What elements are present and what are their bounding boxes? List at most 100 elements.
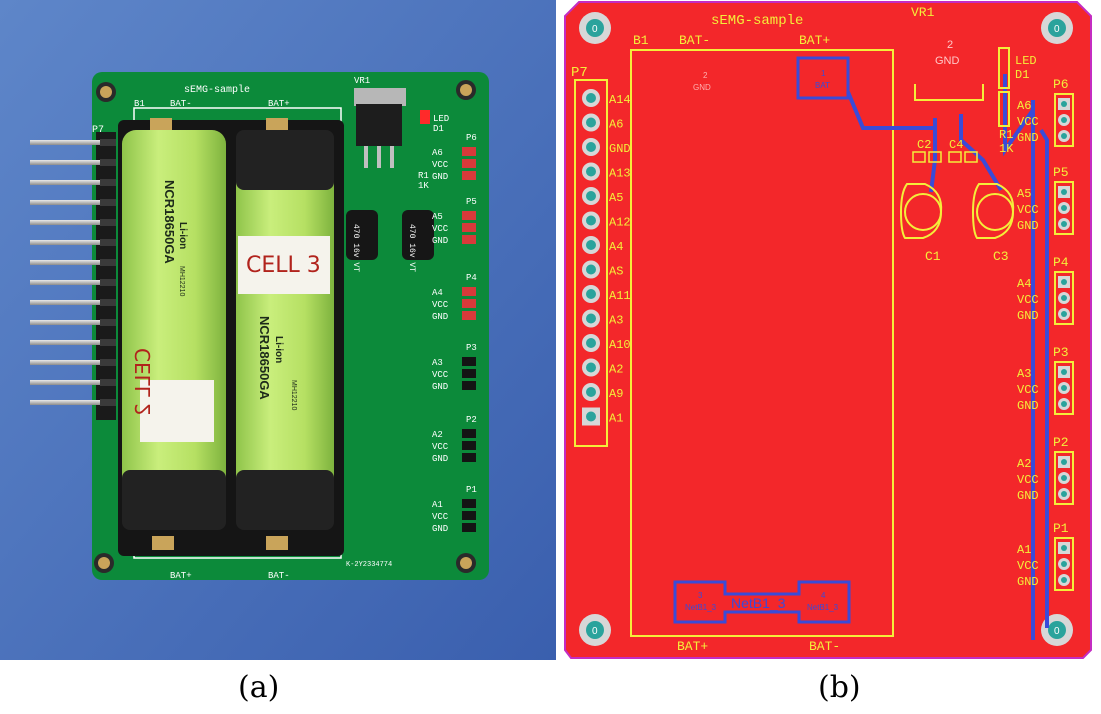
header-pin [30,340,100,345]
photo-port-pin-label: GND [432,524,448,534]
contact-top-left [150,118,172,132]
layout-port-pin-label: VCC [1017,115,1039,129]
header-pin-label: A9 [609,387,623,401]
header-pad-hole [586,338,596,348]
hole-label: 0 [592,626,598,637]
cell-left-code: MH12210 [178,266,185,296]
vr-pin-number: 2 [947,39,953,51]
pad-netb1-3: 3 NetB1_3 NetB1_3 4 NetB1_3 [673,580,851,624]
header-pad-hole [586,264,596,275]
layout-port-name: P2 [1053,435,1069,450]
header-pin [30,140,100,145]
header-pad-hole [586,93,596,103]
header-pin-base [100,199,116,206]
layout-port-pin-label: GND [1017,575,1039,589]
layout-port-pad-hole [1061,101,1067,107]
b1-label: B1 [134,99,145,109]
header-p7 [30,132,116,420]
d1-label: D1 [1015,68,1029,82]
pad4-net: NetB1_3 [807,603,839,612]
cell-left-model: NCR18650GA [162,180,177,264]
contact-bottom-left [152,536,174,550]
header-pin-base [100,239,116,246]
photo-port-pin-label: GND [432,172,448,182]
header-pin-base [100,359,116,366]
pad3-number: 3 [698,591,703,600]
c2-label: C2 [917,138,931,152]
caption-b: (b) [818,670,861,705]
layout-port-pin-label: GND [1017,131,1039,145]
photo-port-pin [462,369,476,378]
capacitor-left: 470 16v VT [346,210,378,272]
led [420,110,430,124]
layout-port-pad-hole [1061,475,1067,481]
layout-port-name: P4 [1053,255,1069,270]
header-pin-label: A12 [609,216,631,230]
r1-value: 1K [418,181,429,191]
header-pin-label: A2 [609,363,623,377]
c1-label: C1 [925,249,941,264]
photo-port-pin-label: A3 [432,358,443,368]
layout-port-pin-label: A4 [1017,277,1031,291]
header-pin [30,240,100,245]
photo-port-pin [462,235,476,244]
led-footprint [998,47,1010,89]
contact-top-right [266,118,288,132]
layout-port-pad-hole [1061,545,1067,551]
header-pin-label: A6 [609,118,623,132]
photo-port-pin [462,299,476,308]
photo-port-pin [462,357,476,366]
header-label: P7 [571,65,588,81]
layout-port-pad-hole [1061,295,1067,301]
header-pin [30,400,100,405]
bat-plus-bottom: BAT+ [677,639,708,654]
header-label: P7 [92,125,104,136]
c4-pad-b [964,151,978,163]
header-pin-label: A11 [609,289,631,303]
header-pin [30,200,100,205]
header-pin [30,300,100,305]
photo-port-pin [462,147,476,156]
photo-port-name: P2 [466,415,477,425]
layout-port-pad-hole [1061,369,1067,375]
layout-port-outline [1054,361,1074,415]
pad1-number: 1 [821,69,826,78]
traces [846,74,1049,640]
header-pad-hole [586,411,596,422]
photo-port-name: P4 [466,273,477,283]
regulator-footprint: 2 GND [914,39,984,101]
photo-port-pin [462,223,476,232]
layout-port-name: P3 [1053,345,1069,360]
header-pad-hole [586,166,596,177]
bat-plus-top: BAT+ [799,33,830,48]
layout-port-pad-hole [1061,117,1067,123]
photo-port-pin-label: A5 [432,212,443,222]
header-pin-label: A3 [609,314,623,328]
photo-port-name: P3 [466,343,477,353]
header-pin-label: GND [609,142,631,156]
photo-ports: P6A6VCCGNDP5A5VCCGNDP4A4VCCGNDP3A3VCCGND… [432,133,477,534]
r1-value: 1K [999,142,1014,156]
layout-port-name: P1 [1053,521,1069,536]
photo-port-pin [462,287,476,296]
screw-bottom-left [94,553,114,573]
photo-port-pin-label: VCC [432,300,449,310]
header-pin-base [100,279,116,286]
pad3-net: NetB1_3 [685,603,717,612]
header-pin-base [100,179,116,186]
vr-pin-net: GND [935,55,960,67]
photo-port-pin-label: VCC [432,442,449,452]
serial-number: K-2Y2334774 [346,561,392,569]
header-pad-hole [586,387,596,397]
layout-port-pad-hole [1061,311,1067,317]
bat-minus-bottom: BAT- [268,571,290,581]
board-title: sEMG-sample [184,84,250,96]
board-area [564,1,1092,659]
photo-port-pin [462,159,476,168]
pcb-photo: P7 sEMG-sample VR1 B1 BAT- BAT+ BAT+ BAT… [0,0,556,660]
bat-plus-top: BAT+ [268,99,290,109]
screw-bottom-right [456,553,476,573]
layout-port-pin-label: GND [1017,489,1039,503]
layout-port-pad-hole [1061,491,1067,497]
header-pin-base [100,259,116,266]
